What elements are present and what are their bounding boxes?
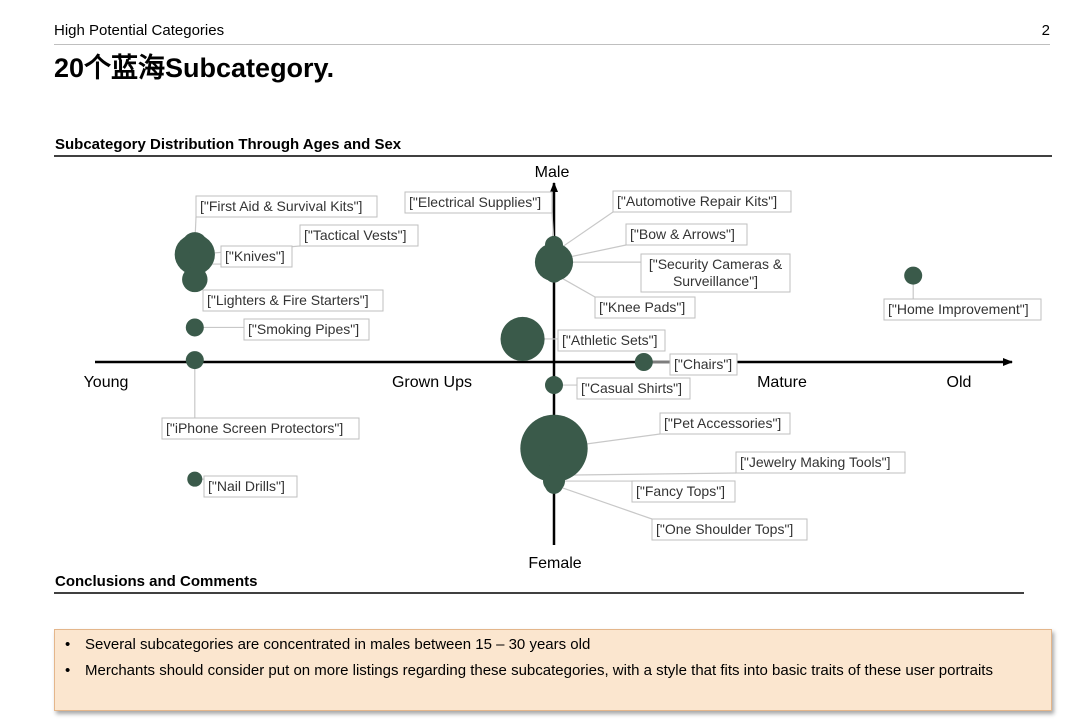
data-label-box — [669, 353, 738, 376]
data-label: ["Knives"] — [225, 248, 285, 264]
data-label-box — [651, 518, 808, 541]
data-label: ["Chairs"] — [674, 356, 732, 372]
axis-label: Female — [528, 555, 581, 572]
data-label-box — [612, 190, 792, 213]
bubble — [182, 266, 208, 293]
bubble-layer — [174, 232, 923, 494]
conclusion-bullet: • Several subcategories are concentrated … — [65, 635, 1031, 654]
bubble — [520, 414, 588, 483]
data-label-box — [659, 412, 791, 435]
data-label-box — [195, 195, 378, 218]
leader-line — [553, 472, 737, 476]
data-label-box — [203, 475, 298, 498]
axis-label: Male — [535, 164, 570, 181]
header-section: High Potential Categories — [54, 22, 225, 39]
chart-heading: Subcategory Distribution Through Ages an… — [55, 136, 402, 153]
conclusions-divider — [54, 592, 1024, 594]
data-label: ["Jewelry Making Tools"] — [740, 454, 891, 470]
data-label-box — [576, 377, 691, 400]
data-label-box — [202, 289, 384, 312]
bubble — [182, 232, 208, 258]
bubble — [185, 318, 204, 337]
header-divider — [54, 44, 1050, 45]
data-label: ["One Shoulder Tops"] — [656, 521, 793, 537]
bubble — [185, 351, 204, 370]
bubble — [545, 475, 563, 494]
data-label-box — [640, 253, 791, 293]
axis-label: Old — [947, 374, 972, 391]
data-label: ["Knee Pads"] — [599, 299, 685, 315]
bubble — [634, 353, 653, 371]
data-label-box — [161, 417, 360, 440]
data-label: ["Nail Drills"] — [208, 478, 285, 494]
bubble — [545, 251, 563, 270]
axis-label: Young — [84, 374, 129, 391]
bullet-dot-icon: • — [65, 662, 71, 679]
data-label: ["Casual Shirts"] — [581, 380, 682, 396]
data-label-box — [243, 318, 370, 341]
page-title: 20个蓝海Subcategory. — [54, 53, 335, 83]
data-label: ["Smoking Pipes"] — [248, 321, 359, 337]
bubble — [500, 316, 545, 362]
bubble — [904, 266, 923, 285]
conclusions-heading: Conclusions and Comments — [55, 573, 258, 590]
data-label-box — [404, 191, 553, 214]
data-label-box — [594, 296, 696, 319]
data-label: ["Security Cameras &Surveillance"] — [649, 256, 783, 289]
data-label: ["Athletic Sets"] — [562, 332, 658, 348]
label-layer: ["First Aid & Survival Kits"] ["Tactical … — [161, 190, 1042, 541]
bullet-dot-icon: • — [65, 636, 71, 653]
conclusions-box: • Several subcategories are concentrated … — [54, 629, 1052, 711]
data-label: ["Automotive Repair Kits"] — [617, 193, 777, 209]
bubble — [187, 471, 203, 487]
data-label-box — [299, 224, 419, 247]
data-label-box — [220, 245, 293, 268]
data-label-box — [625, 223, 748, 246]
data-label: ["iPhone Screen Protectors"] — [166, 420, 343, 436]
data-label: ["Home Improvement"] — [888, 301, 1029, 317]
chart-heading-divider — [54, 155, 1052, 157]
bubble-chart: ["First Aid & Survival Kits"] ["Tactical … — [84, 164, 1042, 572]
data-label: ["Lighters & Fire Starters"] — [207, 292, 369, 308]
data-label: ["Pet Accessories"] — [664, 415, 781, 431]
conclusion-text: Several subcategories are concentrated i… — [85, 636, 591, 653]
data-label: ["Fancy Tops"] — [636, 483, 725, 499]
data-label-box — [735, 451, 906, 474]
bubble — [545, 376, 563, 395]
data-label: ["Tactical Vests"] — [304, 227, 407, 243]
axis-label: Grown Ups — [392, 374, 472, 391]
conclusion-bullet: • Merchants should consider put on more l… — [65, 661, 1031, 680]
axis-label: Mature — [757, 374, 807, 391]
data-label: ["First Aid & Survival Kits"] — [200, 198, 362, 214]
data-label: ["Bow & Arrows"] — [630, 226, 735, 242]
leader-line — [553, 484, 653, 520]
bubble — [545, 264, 563, 283]
data-label-box — [883, 298, 1042, 321]
conclusion-text: Merchants should consider put on more li… — [85, 662, 993, 679]
data-label-box — [557, 329, 666, 352]
data-label-box — [631, 480, 736, 503]
data-label: ["Electrical Supplies"] — [409, 194, 541, 210]
page-number: 2 — [1041, 22, 1050, 39]
